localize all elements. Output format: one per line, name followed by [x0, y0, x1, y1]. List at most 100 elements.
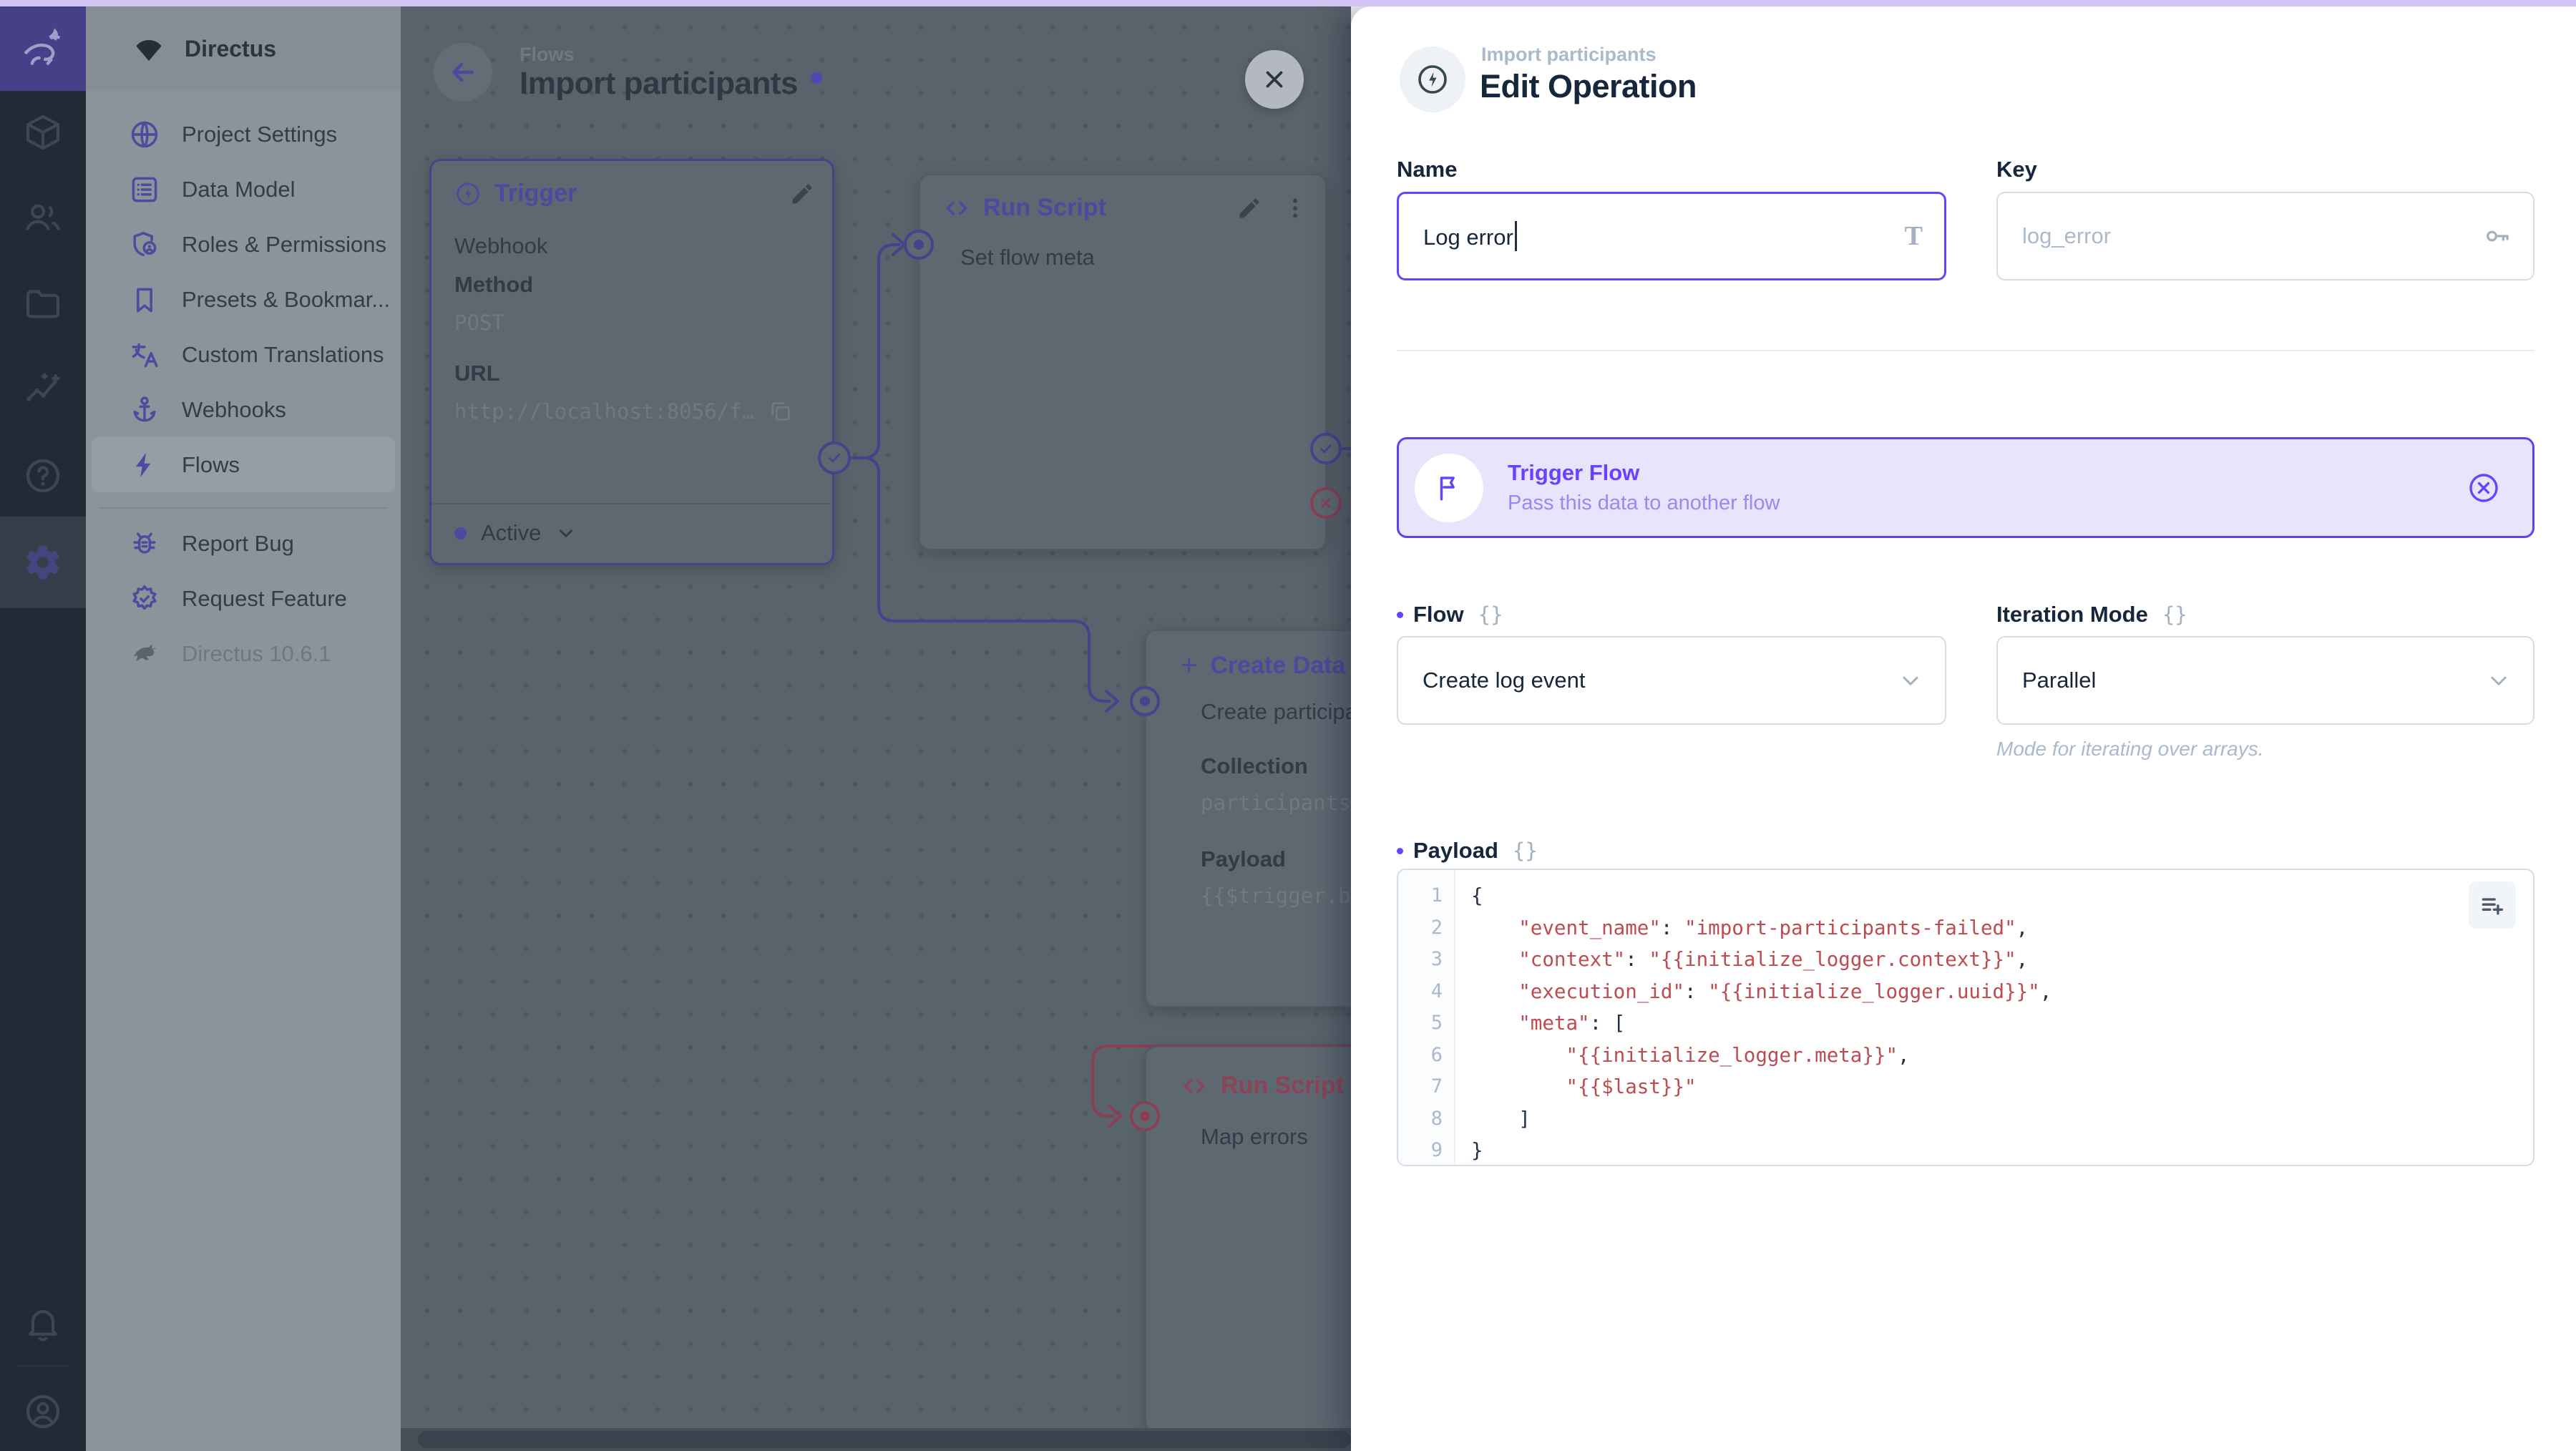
- flow-value: Create log event: [1423, 668, 1586, 693]
- shield-person-icon: [133, 231, 157, 256]
- sidebar-item-label: Roles & Permissions: [182, 231, 386, 257]
- key-icon: [2483, 222, 2512, 250]
- raw-value-icon[interactable]: {}: [1478, 602, 1503, 627]
- badge-check-icon: [132, 585, 157, 610]
- gear-icon: [26, 545, 59, 580]
- flow-select[interactable]: Create log event: [1397, 636, 1946, 725]
- page-title: Import participants: [519, 66, 822, 102]
- circle-x-icon: [2469, 473, 2498, 502]
- url-label: URL: [454, 361, 500, 386]
- key-input[interactable]: log_error: [1996, 192, 2534, 280]
- sidebar-item-presets-bookmarks[interactable]: Presets & Bookmar...: [92, 272, 395, 327]
- nav-sidebar: Directus Project Settings Data Model Rol…: [86, 6, 401, 1451]
- operation-type-card[interactable]: Trigger Flow Pass this data to another f…: [1397, 437, 2534, 538]
- close-drawer-button[interactable]: [1245, 50, 1304, 109]
- flow-canvas: Trigger Webhook Method POST URL http://l…: [401, 6, 1351, 1451]
- code-icon: [946, 200, 967, 215]
- name-label: Name: [1397, 157, 1458, 182]
- scrollbar-thumb[interactable]: [418, 1431, 1351, 1448]
- module-bar: [0, 0, 86, 1451]
- payload-label: Payload {}: [1397, 838, 1538, 864]
- sidebar-item-roles-permissions[interactable]: Roles & Permissions: [92, 217, 395, 272]
- module-help[interactable]: [0, 436, 86, 515]
- sidebar-item-request-feature[interactable]: Request Feature: [92, 571, 395, 626]
- trigger-resolve-connector[interactable]: [818, 441, 851, 474]
- module-users[interactable]: [0, 179, 86, 258]
- sidebar-item-custom-translations[interactable]: Custom Translations: [92, 327, 395, 382]
- panel-title: Run Script: [983, 194, 1106, 221]
- insert-field-button[interactable]: [2469, 881, 2516, 929]
- copy-icon[interactable]: [769, 399, 793, 424]
- required-dot: [1397, 847, 1403, 854]
- sidebar-item-data-model[interactable]: Data Model: [92, 162, 395, 217]
- name-input[interactable]: Log error T: [1397, 192, 1946, 280]
- kebab-menu-icon[interactable]: [1282, 195, 1308, 221]
- module-settings[interactable]: [0, 517, 86, 608]
- raw-value-icon[interactable]: {}: [1512, 839, 1538, 863]
- back-button[interactable]: [434, 43, 492, 102]
- collection-label: Collection: [1201, 753, 1308, 778]
- panel-title: Trigger: [494, 180, 577, 207]
- edit-operation-drawer: Import participants Edit Operation Name …: [1351, 6, 2576, 1451]
- operation-name: Set flow meta: [960, 245, 1095, 270]
- notifications-button[interactable]: [0, 1284, 86, 1362]
- run-script-panel-1[interactable]: Run Script Set flow meta: [919, 174, 1327, 550]
- iteration-mode-label: Iteration Mode {}: [1996, 602, 2187, 627]
- iteration-mode-select[interactable]: Parallel: [1996, 636, 2534, 725]
- module-insights[interactable]: [0, 351, 86, 429]
- trigger-panel[interactable]: Trigger Webhook Method POST URL http://l…: [429, 159, 834, 565]
- edit-pencil-icon[interactable]: [1236, 195, 1262, 221]
- globe-icon: [131, 121, 158, 147]
- box-icon: [26, 114, 60, 150]
- list-alt-icon: [132, 177, 157, 202]
- collection-value: participants: [1201, 791, 1351, 815]
- chevron-down-icon: [2486, 668, 2512, 693]
- operation-type-subtitle: Pass this data to another flow: [1508, 492, 1780, 514]
- sidebar-item-report-bug[interactable]: Report Bug: [92, 516, 395, 571]
- run-script-panel-2[interactable]: Run Script Map errors: [1145, 1046, 1351, 1432]
- rabbit-logo-icon: [24, 28, 61, 65]
- sidebar-item-label: Webhooks: [182, 396, 286, 422]
- module-files[interactable]: [0, 265, 86, 343]
- close-icon: [1266, 71, 1283, 88]
- panel-title: Run Script: [1221, 1072, 1344, 1099]
- project-chooser[interactable]: Directus: [86, 6, 401, 91]
- sidebar-item-flows[interactable]: Flows: [92, 437, 395, 492]
- create-data-input-connector[interactable]: [1130, 686, 1160, 716]
- sidebar-item-label: Custom Translations: [182, 341, 384, 367]
- module-content[interactable]: [0, 93, 86, 172]
- trigger-type: Webhook: [454, 233, 548, 258]
- breadcrumb[interactable]: Flows: [519, 43, 575, 65]
- sidebar-item-project-settings[interactable]: Project Settings: [92, 107, 395, 162]
- edit-pencil-icon[interactable]: [789, 181, 815, 207]
- arrow-left-icon: [452, 62, 474, 82]
- text-caret: [1514, 221, 1517, 251]
- section-divider: [1397, 350, 2534, 351]
- create-data-panel[interactable]: + Create Data Create participant Collect…: [1145, 630, 1351, 1007]
- bell-icon: [29, 1310, 57, 1342]
- iteration-mode-value: Parallel: [2022, 668, 2097, 693]
- sidebar-item-webhooks[interactable]: Webhooks: [92, 382, 395, 437]
- payload-code[interactable]: { "event_name": "import-participants-fai…: [1471, 884, 2052, 1162]
- script1-resolve-connector[interactable]: [1310, 433, 1342, 464]
- raw-value-icon[interactable]: {}: [2162, 602, 2187, 627]
- loading-bar: [0, 0, 2576, 6]
- drawer-title: Edit Operation: [1480, 68, 1697, 104]
- sidebar-item-label: Report Bug: [182, 530, 294, 556]
- trigger-status[interactable]: Active: [454, 520, 577, 546]
- bolt-circle-icon: [457, 182, 479, 205]
- operation-type-title: Trigger Flow: [1508, 460, 1640, 485]
- key-value: log_error: [2022, 223, 2112, 248]
- script1-input-connector[interactable]: [904, 230, 934, 260]
- bolt-icon: [135, 452, 151, 477]
- drawer-breadcrumb: Import participants: [1481, 44, 1657, 65]
- account-button[interactable]: [0, 1372, 86, 1451]
- script1-reject-connector[interactable]: [1310, 487, 1342, 519]
- directus-logo-tile[interactable]: [0, 6, 86, 91]
- chevron-down-icon: [1898, 668, 1923, 693]
- status-dot: [454, 527, 467, 539]
- deselect-operation-button[interactable]: [2467, 471, 2501, 505]
- script2-input-connector[interactable]: [1130, 1101, 1160, 1131]
- drawer-header-icon-button[interactable]: [1400, 47, 1465, 112]
